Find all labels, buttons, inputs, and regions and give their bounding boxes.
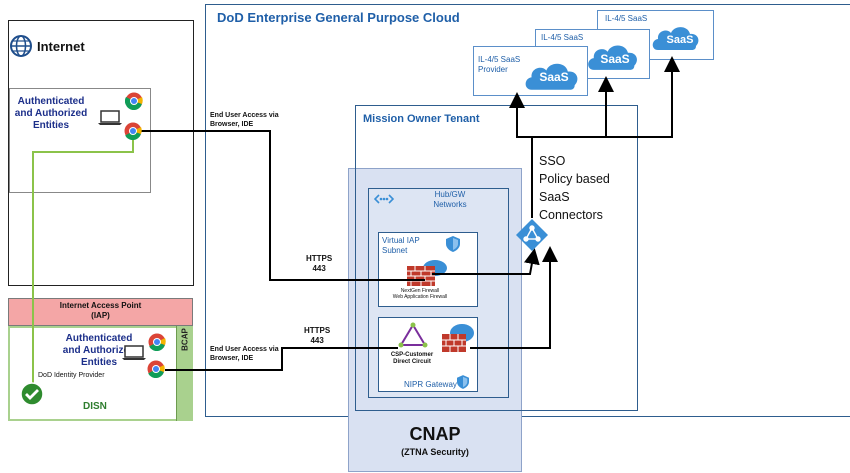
https-bottom-label: HTTPS 443 — [304, 326, 331, 345]
iap-entities-label: Authenticated and Authorized Entities — [62, 333, 136, 368]
internet-boundary — [8, 20, 194, 286]
saas-badge-3: SaaS — [666, 34, 694, 46]
saas-provider-3-label: IL-4/5 SaaS — [605, 14, 648, 23]
globe-icon — [10, 35, 32, 57]
saas-provider-2-label: IL-4/5 SaaS — [541, 33, 584, 42]
chrome-browser-icon — [124, 92, 143, 111]
cnap-title: CNAP — [409, 424, 461, 444]
iap-subnet-title: Virtual IAP Subnet — [382, 236, 420, 255]
saas-cloud-icon — [522, 58, 582, 92]
chrome-browser-icon — [124, 122, 142, 141]
nipr-shield-icon — [457, 375, 469, 389]
internet-entities-label: Authenticated and Authorized Entities — [14, 96, 88, 131]
internet-title: Internet — [37, 39, 85, 54]
saas-badge-1: SaaS — [539, 70, 569, 84]
mission-owner-title: Mission Owner Tenant — [363, 113, 480, 125]
mission-owner-boundary — [355, 105, 638, 411]
nipr-firewall-icon — [440, 322, 476, 354]
saas-cloud-icon — [585, 40, 641, 72]
saas-cloud-icon — [650, 22, 702, 52]
bottom-access-label: End User Access via Browser, IDE — [210, 346, 279, 362]
cnap-subtitle: (ZTNA Security) — [401, 447, 469, 457]
nipr-gateway-label: NIPR Gateway — [404, 380, 457, 389]
firewall-label: NextGen Firewall Web Application Firewal… — [392, 288, 448, 300]
https-top-label: HTTPS 443 — [306, 254, 333, 273]
circuit-label: CSP-Customer Direct Circuit — [390, 352, 434, 365]
dod-cloud-boundary — [205, 4, 850, 417]
hub-networks-title: Hub/GW Networks — [433, 190, 467, 209]
disn-label: DISN — [83, 401, 107, 412]
idp-label: DoD Identity Provider — [38, 372, 105, 379]
chrome-browser-icon — [147, 360, 165, 379]
chrome-browser-icon — [148, 333, 166, 352]
dod-cloud-title: DoD Enterprise General Purpose Cloud — [217, 10, 460, 25]
laptop-icon — [122, 345, 146, 361]
iap-title: Internet Access Point (IAP) — [59, 301, 142, 320]
laptop-icon — [98, 110, 122, 126]
top-access-label: End User Access via Browser, IDE — [210, 112, 279, 128]
circuit-triangle-icon — [398, 322, 428, 348]
iap-header — [8, 298, 193, 326]
saas-provider-1-label: IL-4/5 SaaS Provider — [478, 55, 521, 74]
network-icon — [373, 192, 395, 204]
sso-connector-icon — [515, 218, 549, 252]
bcap-strip — [176, 326, 193, 421]
shield-icon — [446, 236, 460, 252]
checkmark-icon — [20, 382, 44, 406]
saas-badge-2: SaaS — [600, 52, 630, 66]
sso-connectors-label: SSO Policy based SaaS Connectors — [539, 154, 610, 222]
